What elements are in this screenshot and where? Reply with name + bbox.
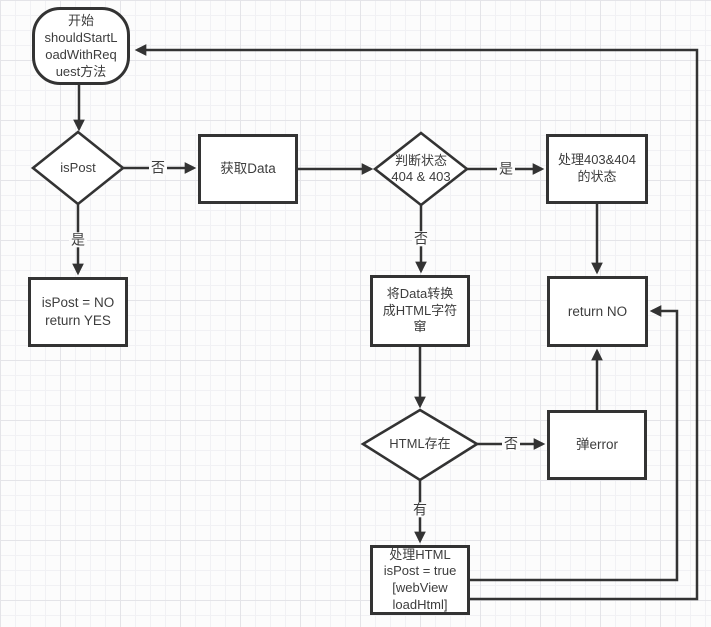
decision-htmlexists-shape — [360, 408, 480, 482]
edge-handlehtml-to-returnno — [470, 305, 679, 582]
node-ispost-no-return-yes: isPost = NO return YES — [28, 277, 128, 347]
decision-ispost-shape — [30, 130, 126, 206]
decision-ispost-label: isPost — [60, 159, 96, 175]
decision-htmlexists-label: HTML存在 — [389, 435, 451, 451]
edge-label-htmlexists-yes: 有 — [411, 501, 429, 518]
node-return-no: return NO — [547, 276, 648, 347]
node-convert-data-to-html: 将Data转换 成HTML字符 窜 — [370, 275, 470, 347]
edge-label-checkstatus-yes: 是 — [497, 160, 515, 177]
decision-checkstatus-label: 判断状态 404 & 403 — [391, 152, 451, 184]
edge-label-checkstatus-no: 否 — [412, 230, 430, 247]
node-start: 开始 shouldStartL oadWithReq uest方法 — [32, 7, 130, 85]
decision-checkstatus-shape — [372, 131, 470, 207]
edge-label-htmlexists-no: 否 — [502, 435, 520, 452]
edge-handlehtml-to-start — [134, 44, 699, 601]
node-handle-html: 处理HTML isPost = true [webView loadHtml] — [370, 545, 470, 615]
edge-label-ispost-yes: 是 — [69, 231, 87, 248]
edge-label-ispost-no: 否 — [149, 159, 167, 176]
node-get-data: 获取Data — [198, 134, 298, 204]
node-handle-403-404: 处理403&404 的状态 — [546, 134, 648, 204]
node-alert-error: 弹error — [547, 410, 647, 480]
